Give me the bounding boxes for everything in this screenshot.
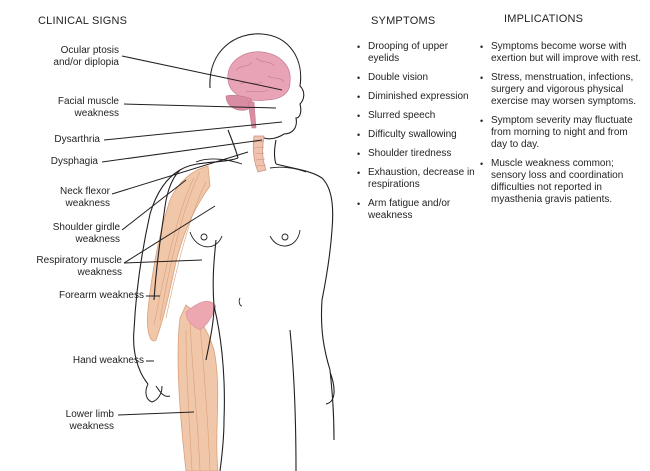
sign-line: Shoulder girdle — [52, 222, 120, 233]
sign-line: Facial muscle — [57, 96, 119, 107]
leader-respiratory-2 — [123, 259, 203, 264]
bullet: • — [357, 149, 361, 159]
sign-forearm: Forearm weakness — [59, 290, 144, 302]
implication-item: • Symptom severity may fluctuate from mor… — [480, 115, 645, 151]
leader-dysphagia — [101, 139, 263, 163]
bullet: • — [357, 111, 361, 121]
sign-line: weakness — [74, 108, 119, 119]
neck-outline — [227, 129, 277, 165]
sign-hand: Hand weakness — [73, 355, 144, 367]
hip-outline — [205, 239, 217, 361]
bullet: • — [480, 42, 484, 52]
sign-line: and/or diplopia — [53, 57, 119, 68]
symptom-text: Difficulty swallowing — [368, 129, 457, 140]
pelvic-muscle — [185, 300, 217, 331]
symptom-item: • Drooping of upper eyelids — [357, 41, 475, 65]
leader-neck — [111, 151, 249, 195]
nipple-left — [200, 233, 208, 241]
symptom-item: • Diminished expression — [357, 91, 475, 103]
sign-line: weakness — [75, 234, 120, 245]
header-clinical-signs: CLINICAL SIGNS — [38, 15, 128, 27]
sign-neck-flexor: Neck flexor weakness — [60, 186, 110, 210]
symptoms-list: • Drooping of upper eyelids • Double visio… — [357, 41, 475, 229]
leader-lines — [101, 55, 283, 416]
sign-facial-muscle: Facial muscle weakness — [58, 96, 119, 120]
symptom-item: • Shoulder tiredness — [357, 148, 475, 160]
sign-line: weakness — [65, 198, 110, 209]
trachea — [252, 135, 267, 173]
sign-line: Neck flexor — [59, 186, 110, 197]
sign-line: Forearm weakness — [58, 290, 144, 301]
leader-lower-limb — [117, 411, 195, 416]
leader-shoulder — [121, 179, 187, 231]
sign-line: weakness — [69, 421, 114, 432]
bullet: • — [357, 168, 361, 178]
sign-ocular-ptosis: Ocular ptosis and/or diplopia — [53, 45, 119, 69]
implication-text: Symptom severity may fluctuate from morn… — [491, 115, 633, 150]
sign-respiratory-muscle: Respiratory muscle weakness — [36, 255, 122, 279]
sign-line: Dysarthria — [54, 134, 100, 145]
implication-text: Muscle weakness common; sensory loss and… — [491, 158, 624, 205]
symptom-text: Arm fatigue and/or weakness — [368, 198, 451, 221]
brain — [227, 51, 291, 101]
implication-item: • Muscle weakness common; sensory loss an… — [480, 158, 645, 206]
nipple-right — [281, 233, 289, 241]
lower-limb-muscle-fiber — [185, 319, 211, 471]
symptom-text: Slurred speech — [368, 110, 436, 121]
symptom-item: • Arm fatigue and/or weakness — [357, 198, 475, 222]
header-symptoms: SYMPTOMS — [371, 15, 436, 27]
implications-list: • Symptoms become worse with exertion but… — [480, 41, 645, 213]
brain-stem — [247, 101, 257, 129]
leader-ocular — [121, 55, 283, 91]
implication-text: Symptoms become worse with exertion but … — [491, 41, 642, 64]
bullet: • — [357, 130, 361, 140]
sign-line: Ocular ptosis — [60, 45, 119, 56]
bullet: • — [357, 199, 361, 209]
symptom-text: Double vision — [368, 72, 429, 83]
sign-lower-limb: Lower limb weakness — [66, 409, 114, 433]
implication-item: • Stress, menstruation, infections, surge… — [480, 72, 645, 108]
arm-muscle-fiber — [153, 171, 207, 326]
trachea-rings — [253, 140, 267, 167]
symptom-item: • Double vision — [357, 72, 475, 84]
sign-shoulder-girdle: Shoulder girdle weakness — [53, 222, 120, 246]
symptom-item: • Difficulty swallowing — [357, 129, 475, 141]
bullet: • — [480, 159, 484, 169]
chest-right — [269, 229, 301, 247]
bullet: • — [357, 42, 361, 52]
symptom-text: Exhaustion, decrease in respirations — [368, 167, 475, 190]
head-outline — [209, 33, 305, 140]
bullet: • — [480, 116, 484, 126]
sign-dysphagia: Dysphagia — [51, 156, 98, 168]
hand-outline — [145, 383, 171, 403]
sign-line: Hand weakness — [72, 355, 144, 366]
implication-item: • Symptoms become worse with exertion but… — [480, 41, 645, 65]
symptom-item: • Exhaustion, decrease in respirations — [357, 167, 475, 191]
leg-outline — [213, 305, 297, 471]
chest-left — [189, 231, 223, 248]
symptom-item: • Slurred speech — [357, 110, 475, 122]
bullet: • — [480, 73, 484, 83]
symptom-text: Shoulder tiredness — [368, 148, 452, 159]
sign-line: Respiratory muscle — [36, 255, 122, 266]
sign-line: Lower limb — [65, 409, 114, 420]
leader-respiratory-1 — [123, 205, 216, 264]
navel — [238, 297, 243, 307]
leader-facial — [123, 103, 277, 109]
collarbone — [195, 158, 307, 173]
bullet: • — [357, 92, 361, 102]
sign-line: Dysphagia — [50, 156, 98, 167]
arm-outline — [133, 169, 181, 385]
symptom-text: Diminished expression — [368, 91, 469, 102]
implication-text: Stress, menstruation, infections, surger… — [491, 72, 637, 107]
leader-dysarthria — [103, 121, 283, 141]
sign-line: weakness — [77, 267, 122, 278]
bullet: • — [357, 73, 361, 83]
symptom-text: Drooping of upper eyelids — [368, 41, 449, 64]
header-implications: IMPLICATIONS — [504, 13, 584, 25]
sign-dysarthria: Dysarthria — [54, 134, 100, 146]
